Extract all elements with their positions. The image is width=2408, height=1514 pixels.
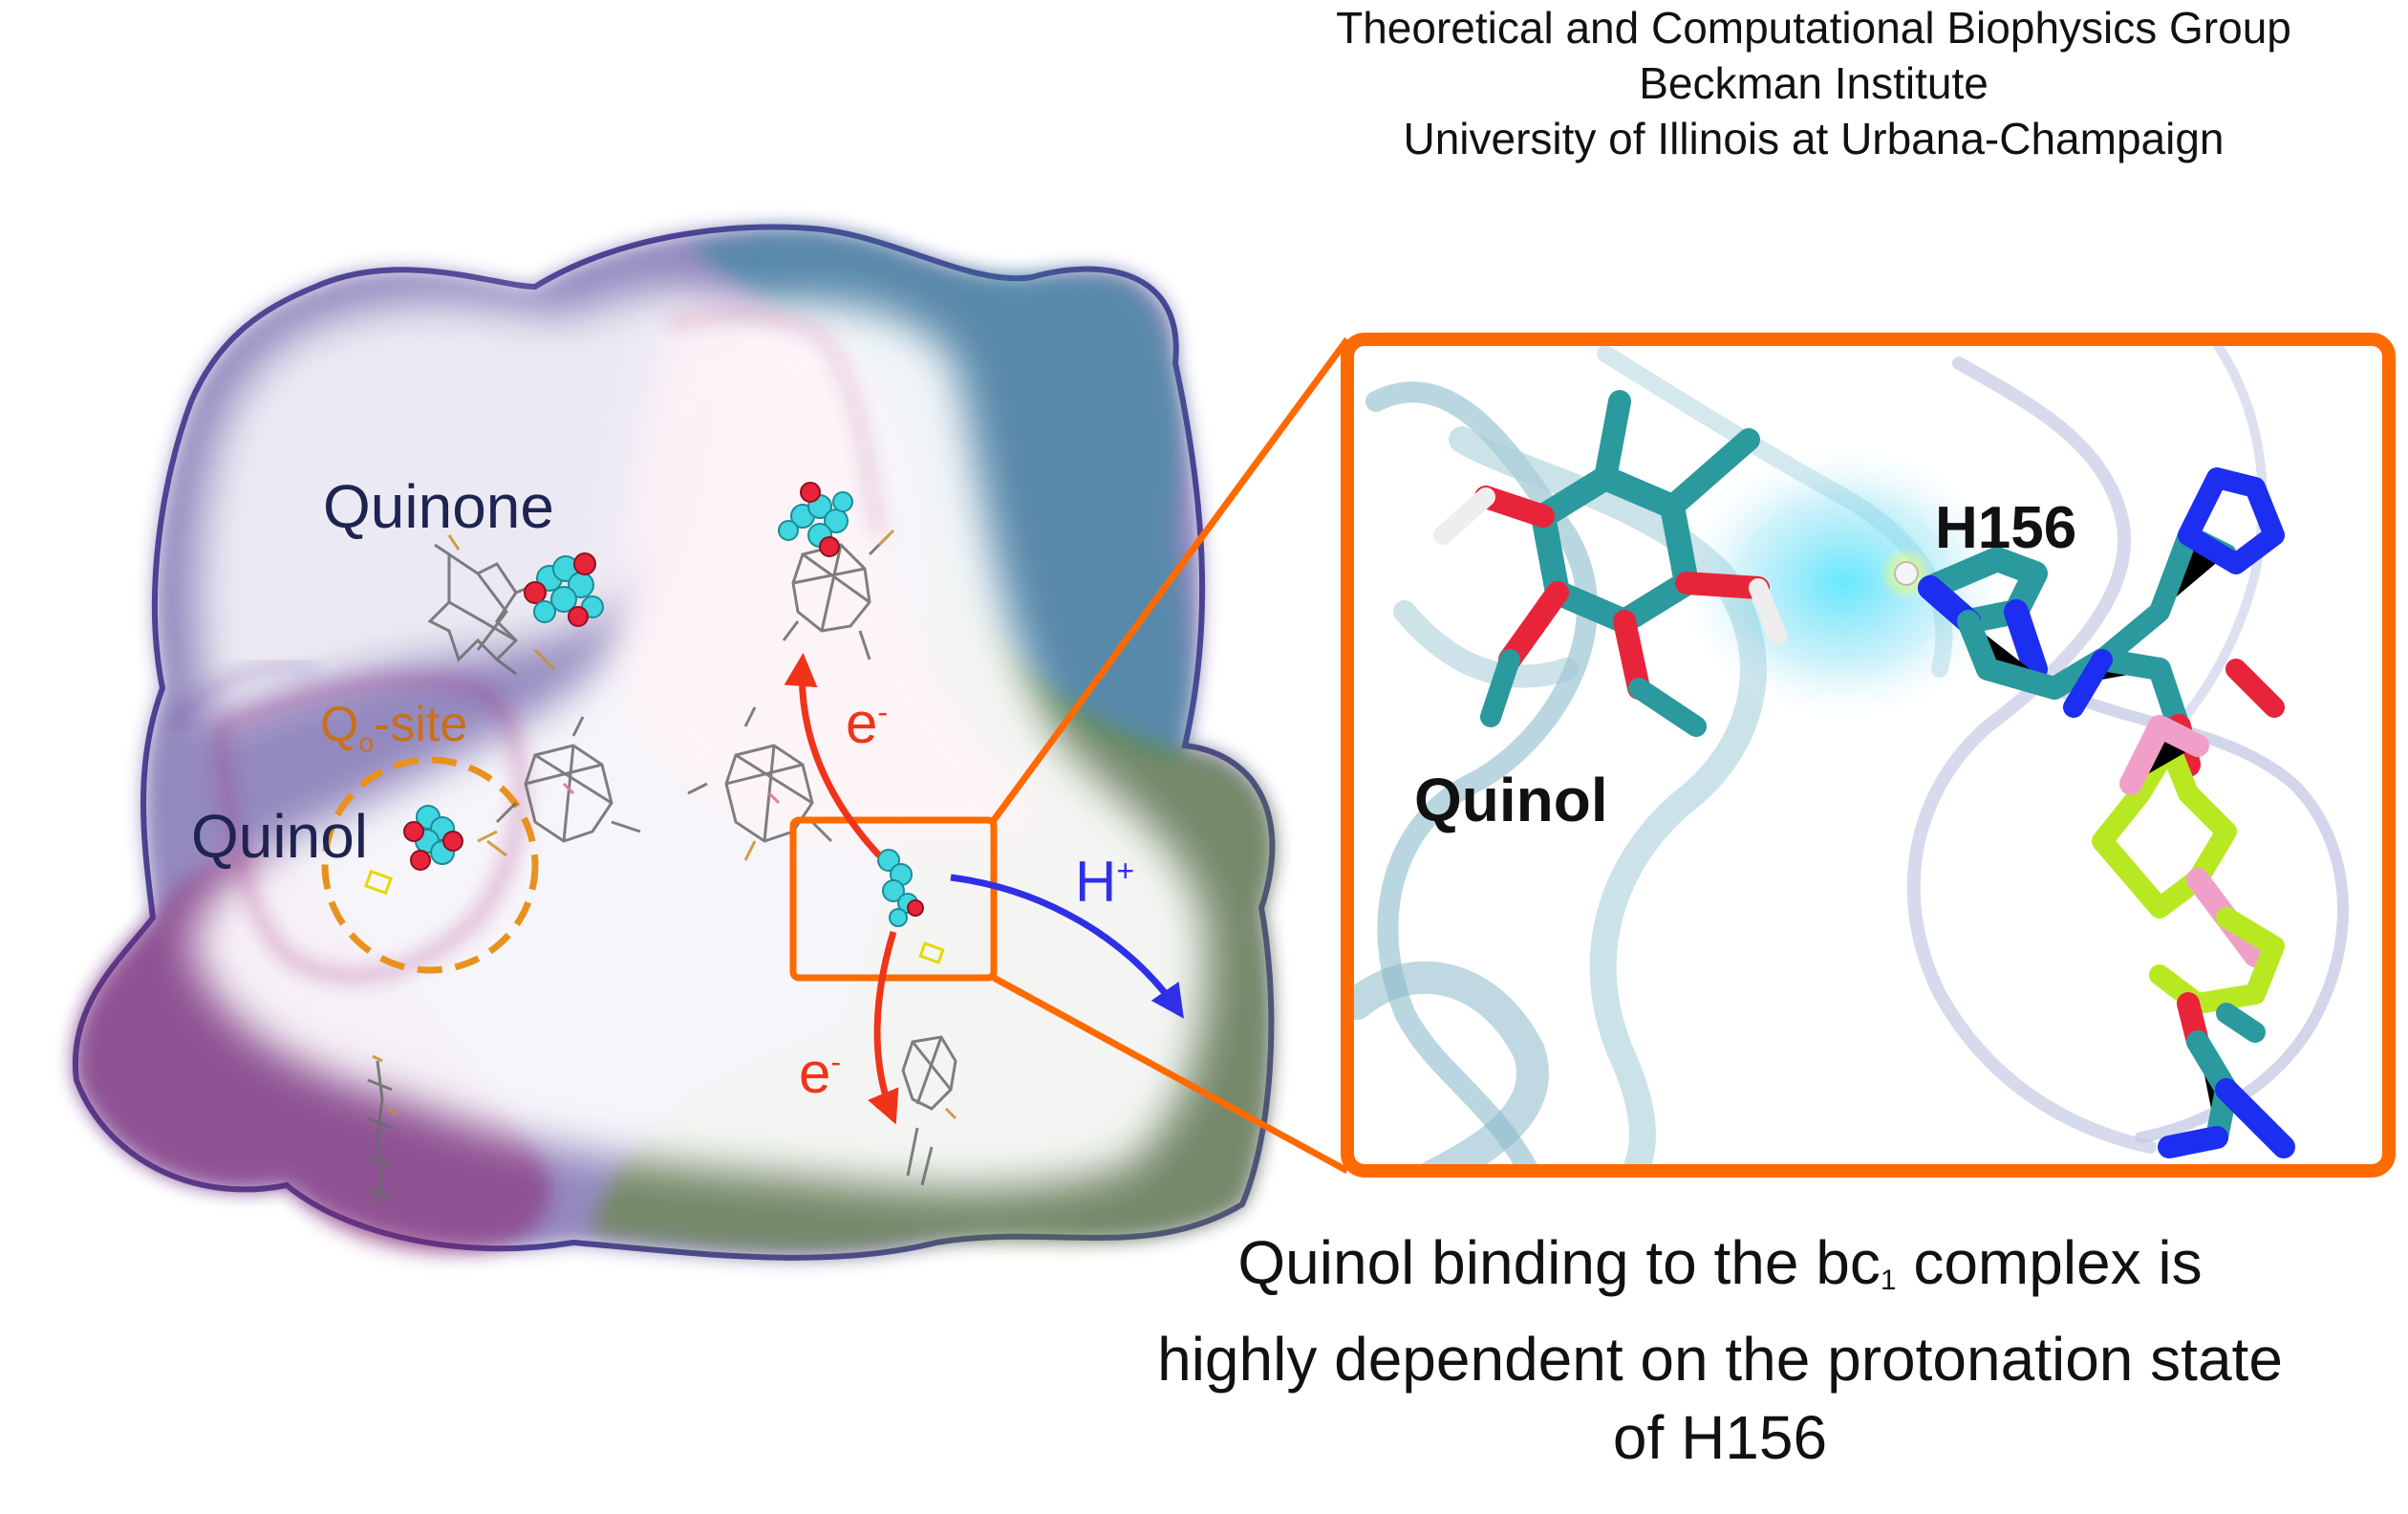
h156-residue-sticks (1918, 467, 2295, 1158)
label-quinol-left: Quinol (191, 802, 368, 871)
label-quinol-zoom: Quinol (1414, 766, 1608, 834)
proton-arrow (950, 874, 1184, 1019)
quinol-molecule-qo (364, 805, 463, 896)
credits-block: Theoretical and Computational Biophysics… (1288, 0, 2339, 166)
quinone-molecule (427, 534, 604, 676)
heme-stick-top (782, 529, 895, 660)
qo-site-circle (321, 756, 539, 974)
h-bond-hydrogen (1894, 561, 1919, 586)
zoom-panel (1341, 333, 2396, 1178)
electron-arrow-up (784, 653, 882, 858)
figure-caption: Quinol binding to the bc1 complex is hig… (1156, 1223, 2284, 1477)
electron-top-sup: - (877, 695, 889, 729)
electron-top-base: e (846, 691, 878, 755)
zoom-connector-bottom (992, 974, 1349, 1175)
protein-surface (72, 224, 1276, 1261)
quinone-spheres (524, 552, 604, 627)
credit-group: Theoretical and Computational Biophysics… (1336, 3, 2291, 53)
heme-stick-bottom-left (367, 1054, 398, 1205)
label-qo-site: Qo-site (320, 696, 467, 758)
caption-line-1-b: complex is (1896, 1228, 2203, 1297)
credit-institute: Beckman Institute (1639, 58, 1989, 108)
caption-line-1-sub: 1 (1880, 1265, 1897, 1296)
zoom-panel-border (1341, 333, 2396, 1178)
quinol-molecule-box (877, 849, 945, 964)
credit-university: University of Illinois at Urbana-Champai… (1403, 114, 2225, 163)
zoom-source-box (789, 816, 998, 982)
label-electron-bottom: e- (799, 1040, 841, 1106)
electron-bottom-base: e (799, 1041, 831, 1105)
caption-line-1-a: Quinol binding to the bc (1237, 1228, 1881, 1297)
zoom-connector-top (991, 336, 1350, 823)
qo-sub: o (358, 727, 375, 758)
label-electron-top: e- (846, 690, 888, 756)
label-h156: H156 (1935, 495, 2077, 561)
qo-main: Q (320, 697, 359, 752)
heme-stick-bottom-right (901, 1035, 957, 1186)
label-quinone: Quinone (323, 472, 554, 541)
hbond-glow (1672, 440, 2016, 726)
heme-stick-quinone (427, 534, 556, 676)
heme-stick-center-left (477, 716, 641, 857)
caption-line-2: highly dependent on the protonation stat… (1157, 1325, 2283, 1394)
qo-rest: -site (374, 697, 468, 752)
caption-line-3: of H156 (1612, 1403, 1828, 1472)
proton-sup: + (1116, 854, 1135, 888)
label-proton: H+ (1075, 849, 1134, 915)
electron-bottom-sup: - (830, 1045, 842, 1079)
caption-line-1: Quinol binding to the bc1 complex is (1156, 1223, 2284, 1320)
electron-arrow-down (868, 930, 899, 1125)
proton-base: H (1075, 850, 1117, 914)
quinone-spheres-top (778, 482, 853, 557)
quinol-stick-molecule (1433, 390, 1787, 737)
